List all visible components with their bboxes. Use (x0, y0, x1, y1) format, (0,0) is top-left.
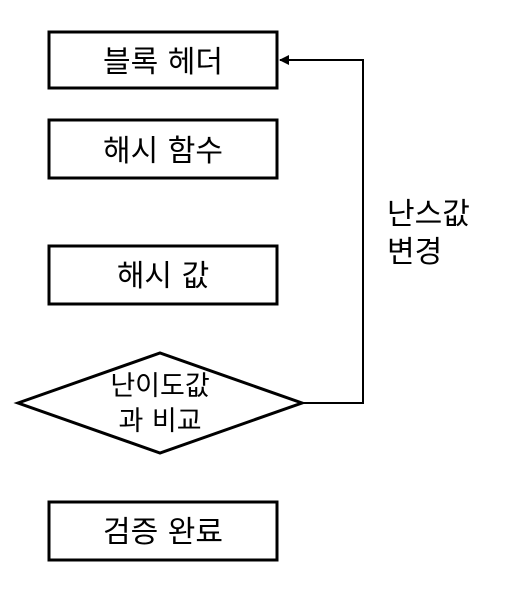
step-block-header-label: 블록 헤더 (103, 45, 223, 80)
step-hash-function-box (47, 118, 279, 180)
step-hash-value-label: 해시 값 (117, 259, 209, 294)
step-hash-function-label: 해시 함수 (103, 134, 223, 169)
loop-back-arrow (279, 55, 364, 404)
loop-label: 난스값 변경 (387, 197, 470, 270)
step-verification-complete: 검증 완료 (47, 500, 279, 562)
step-verification-complete-box (47, 500, 279, 562)
step-hash-value-box (47, 244, 279, 306)
decision-label-line2: 과 비교 (118, 406, 201, 437)
loop-label-line2: 변경 (387, 235, 442, 270)
step-hash-function: 해시 함수 (47, 118, 279, 180)
decision-label-line1: 난이도값 (110, 371, 209, 402)
decision-diamond (13, 351, 307, 455)
step-hash-value: 해시 값 (47, 244, 279, 306)
decision-compare-difficulty: 난이도값 과 비교 (13, 351, 307, 455)
step-block-header: 블록 헤더 (47, 30, 279, 90)
loop-label-line1: 난스값 (387, 197, 470, 232)
step-verification-complete-label: 검증 완료 (103, 515, 223, 550)
step-block-header-box (47, 30, 279, 90)
